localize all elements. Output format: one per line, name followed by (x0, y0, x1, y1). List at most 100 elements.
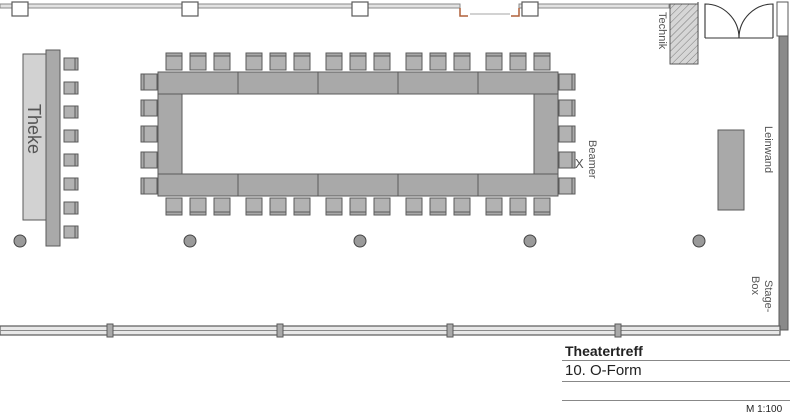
chair-back (325, 52, 343, 57)
chair-seat (485, 197, 503, 214)
chair-back (74, 225, 79, 239)
chair (213, 52, 231, 71)
chair (189, 197, 207, 216)
chair-seat (373, 197, 391, 214)
table-bottom-segment (317, 173, 399, 197)
chair (325, 52, 343, 71)
table-top-segment (157, 71, 239, 95)
chair (509, 52, 527, 71)
chair-seat (63, 81, 77, 95)
chair (429, 197, 447, 216)
chair-seat (533, 54, 551, 71)
chair-seat (142, 177, 158, 195)
chair (245, 52, 263, 71)
chair-back (571, 151, 576, 169)
table-left-end (157, 93, 183, 175)
chair-back (405, 211, 423, 216)
chair (405, 197, 423, 216)
table-top-segment (317, 71, 399, 95)
chair (63, 177, 79, 191)
chair-back (571, 125, 576, 143)
chair-back (325, 211, 343, 216)
chair (509, 197, 527, 216)
column (692, 234, 706, 248)
chair-back (245, 211, 263, 216)
o-form-tables (157, 71, 559, 197)
chair-seat (63, 153, 77, 167)
chair-back (213, 52, 231, 57)
chair (63, 153, 79, 167)
chair (269, 52, 287, 71)
chair-seat (245, 54, 263, 71)
chair-back (140, 73, 145, 91)
column (523, 234, 537, 248)
chair-back (269, 211, 287, 216)
chair-back (533, 52, 551, 57)
chair (558, 73, 576, 91)
chair-seat (453, 54, 471, 71)
chair (165, 52, 183, 71)
chair-back (213, 211, 231, 216)
chair (373, 52, 391, 71)
chair-seat (405, 197, 423, 214)
chair-seat (213, 197, 231, 214)
chair (558, 125, 576, 143)
chair-seat (142, 125, 158, 143)
chair (63, 129, 79, 143)
chair-seat (373, 54, 391, 71)
chair-seat (558, 73, 574, 91)
chair (293, 52, 311, 71)
chair-back (74, 153, 79, 167)
chair-back (74, 129, 79, 143)
column (183, 234, 197, 248)
scale-label: M 1:100 (746, 404, 783, 415)
chair-back (485, 211, 503, 216)
bottom-wall (0, 323, 781, 338)
chair (533, 52, 551, 71)
chair (63, 81, 79, 95)
chair (63, 57, 79, 71)
chair-seat (429, 54, 447, 71)
chair-seat (189, 197, 207, 214)
chair-seat (325, 54, 343, 71)
chair-back (429, 52, 447, 57)
chair (63, 201, 79, 215)
chair-back (140, 177, 145, 195)
chair-back (293, 211, 311, 216)
conference-chairs (140, 52, 576, 216)
layout-subtitle: 10. O-Form (565, 362, 642, 379)
chair-back (245, 52, 263, 57)
chair-back (571, 177, 576, 195)
chair-seat (165, 197, 183, 214)
chair-back (429, 211, 447, 216)
chair (213, 197, 231, 216)
chair-seat (349, 54, 367, 71)
chair-seat (405, 54, 423, 71)
bar-label: Theke (24, 104, 44, 154)
beamer-mark: X (575, 156, 584, 171)
chair-back (571, 73, 576, 91)
chair-back (140, 125, 145, 143)
chair (269, 197, 287, 216)
chair-back (485, 52, 503, 57)
table-bottom-segment (397, 173, 479, 197)
columns (13, 234, 706, 248)
chair-seat (558, 125, 574, 143)
chair (453, 197, 471, 216)
chair-seat (429, 197, 447, 214)
chair-back (165, 211, 183, 216)
chair-back (453, 52, 471, 57)
stagebox-label-line1: Stage- (762, 280, 774, 313)
top-door-opening (459, 8, 520, 17)
chair (140, 125, 158, 143)
chair-seat (293, 197, 311, 214)
chair-back (74, 177, 79, 191)
chair-seat (453, 197, 471, 214)
chair-seat (63, 177, 77, 191)
entrance-double-door (704, 3, 774, 39)
beamer-label: Beamer (586, 140, 598, 179)
chair-seat (63, 129, 77, 143)
technik-label: Technik (656, 12, 668, 50)
chair (140, 99, 158, 117)
